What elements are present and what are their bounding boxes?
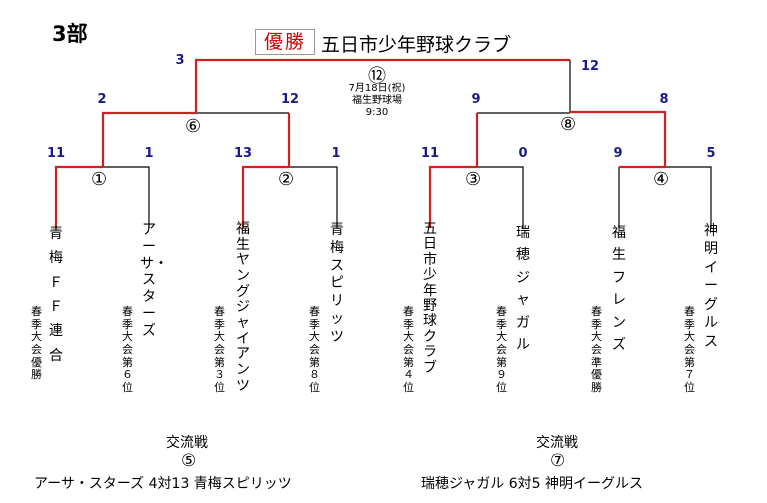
m4-score-left: 9 (613, 146, 623, 161)
team-rank-6: 春季大会第９位 (496, 305, 507, 394)
team-rank-5: 春季大会第４位 (403, 305, 414, 394)
exchange-title-2: 交流戦 (536, 435, 578, 451)
final-score-right: 12 (580, 59, 600, 74)
line-m2-right (289, 166, 338, 228)
m2-score-left: 13 (233, 146, 253, 161)
team-name-4: 青梅スピリッツ (330, 222, 344, 345)
m1-score-left: 11 (46, 146, 66, 161)
line-m1-right (103, 166, 150, 228)
m6-score-right: 12 (280, 92, 300, 107)
division-label: 3部 (52, 22, 88, 46)
match-number-1: ① (91, 169, 108, 190)
team-name-3: 福生ヤングジャイアンツ (236, 221, 250, 394)
match-number-6: ⑥ (185, 116, 202, 137)
win-line-m8 (570, 110, 667, 167)
champion-team: 五日市少年野球クラブ (321, 34, 512, 56)
m2-score-right: 1 (331, 146, 341, 161)
m4-score-right: 5 (706, 146, 716, 161)
win-line-m1 (54, 165, 103, 228)
match-number-8: ⑧ (560, 114, 577, 135)
m6-score-left: 2 (97, 92, 107, 107)
match-number-final: ⑫ (368, 66, 386, 87)
team-rank-3: 春季大会第３位 (214, 305, 225, 394)
m8-score-left: 9 (471, 92, 481, 107)
win-line-m2 (241, 165, 289, 228)
team-name-5: 五日市少年野球クラブ (423, 221, 437, 376)
m8-score-right: 8 (659, 92, 669, 107)
exchange-title-1: 交流戦 (166, 435, 208, 451)
m3-score-left: 11 (420, 146, 440, 161)
team-name-7: 福生フレンズ (612, 225, 626, 353)
champion-badge: 優勝 (255, 29, 315, 55)
team-rank-2: 春季大会第６位 (122, 305, 133, 394)
exchange-result-1: アーサ・スターズ 4対13 青梅スピリッツ (34, 476, 292, 492)
final-time: 9:30 (365, 107, 389, 118)
final-info: 7月18日(祝) 福生野球場 9:30 (337, 83, 417, 119)
m1-score-right: 1 (144, 146, 154, 161)
win-line-m6 (101, 111, 196, 167)
team-name-8: 神明イーグルス (704, 223, 718, 350)
final-score-left: 3 (175, 53, 185, 68)
line-m4-right (665, 166, 712, 228)
match-number-3: ③ (465, 169, 482, 190)
win-line-m3 (428, 165, 477, 228)
exchange-result-2: 瑞穂ジャガル 6対5 神明イーグルス (421, 476, 644, 492)
exchange-number-2: ⑦ (550, 451, 566, 471)
team-rank-7: 春季大会準優勝 (591, 305, 602, 394)
team-rank-1: 春季大会優勝 (31, 305, 42, 382)
line-m3-right (477, 166, 524, 228)
m3-score-right: 0 (518, 146, 528, 161)
team-rank-4: 春季大会第８位 (309, 305, 320, 394)
match-number-4: ④ (653, 169, 670, 190)
team-name-2: アーサ・スターズ (140, 222, 168, 339)
team-name-1: 青梅ＦＦ連合 (49, 226, 63, 364)
team-rank-8: 春季大会第７位 (684, 305, 695, 394)
match-number-2: ② (278, 169, 295, 190)
final-date: 7月18日(祝) (348, 83, 406, 94)
team-name-6: 瑞穂ジャガル (516, 225, 530, 353)
win-line-final (194, 58, 570, 112)
exchange-number-1: ⑤ (181, 451, 197, 471)
final-venue: 福生野球場 (352, 95, 402, 106)
